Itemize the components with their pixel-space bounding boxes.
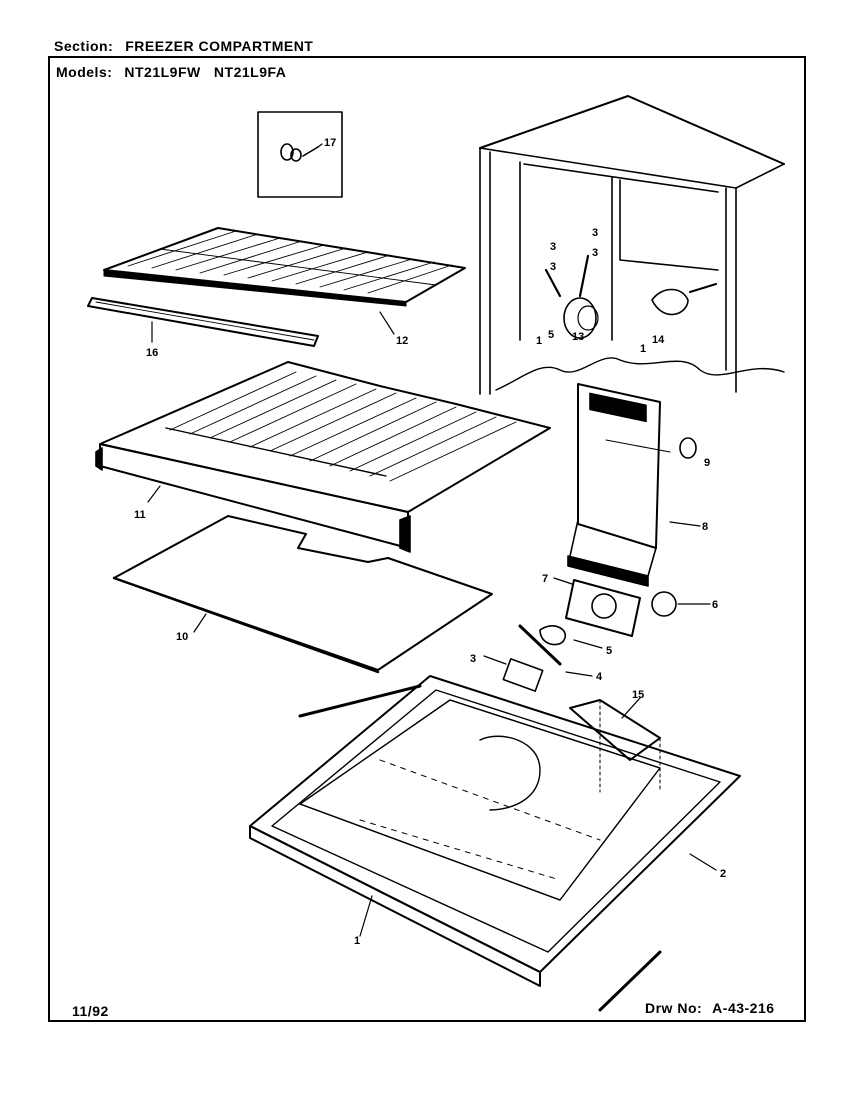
part-1-drawer xyxy=(249,675,741,1012)
drawing-label: Drw No: xyxy=(645,1000,703,1016)
callout-leaders xyxy=(147,143,717,937)
callout-11: 11 xyxy=(134,509,146,521)
diagram-frame xyxy=(48,56,806,1022)
part-16-trim xyxy=(87,297,319,347)
part-17-inset xyxy=(257,111,343,198)
inner-mark: 3 xyxy=(550,241,556,253)
inner-mark: 3 xyxy=(592,247,598,259)
section-label: Section: xyxy=(54,38,114,54)
callout-9: 9 xyxy=(704,457,710,469)
callout-8: 8 xyxy=(702,521,708,533)
drawing-number: Drw No: A-43-216 xyxy=(645,1000,775,1016)
callout-14: 14 xyxy=(652,334,665,346)
callout-15: 15 xyxy=(632,689,644,701)
model-nt21l9fa: NT21L9FA xyxy=(213,64,287,80)
callout-10: 10 xyxy=(176,631,188,643)
inner-mark: 3 xyxy=(592,227,598,239)
section-value: FREEZER COMPARTMENT xyxy=(125,38,314,54)
callout-17: 17 xyxy=(324,137,336,149)
callout-13: 13 xyxy=(572,331,584,343)
models-label: Models: xyxy=(56,64,113,80)
revision-date: 11/92 xyxy=(72,1003,109,1019)
model-nt21l9fw: NT21L9FW xyxy=(124,64,201,80)
fan-motor-assembly xyxy=(502,624,567,692)
callout-5: 5 xyxy=(606,645,612,657)
callout-4: 4 xyxy=(596,671,603,683)
part-12-wire-shelf xyxy=(103,227,466,307)
inner-mark: 1 xyxy=(640,343,646,355)
part-7-fan-housing xyxy=(565,579,677,637)
callout-6: 6 xyxy=(712,599,718,611)
part-10-panel xyxy=(112,515,493,674)
callout-7: 7 xyxy=(542,573,548,585)
part-8-duct xyxy=(567,383,697,587)
callout-2: 2 xyxy=(720,868,726,880)
inner-mark: 3 xyxy=(550,261,556,273)
part-11-freezer-shelf xyxy=(95,361,551,553)
cabinet-outline xyxy=(479,95,785,395)
callout-16: 16 xyxy=(146,347,158,359)
inner-mark: 5 xyxy=(548,329,554,341)
callout-3: 3 xyxy=(470,653,476,665)
part-15-baffle xyxy=(569,699,661,793)
callout-12: 12 xyxy=(396,335,408,347)
inner-mark: 1 xyxy=(536,335,542,347)
models-line: Models: NT21L9FW NT21L9FA xyxy=(56,64,286,80)
section-title: Section: FREEZER COMPARTMENT xyxy=(54,38,313,54)
drawing-number-value: A-43-216 xyxy=(712,1000,775,1016)
callout-1: 1 xyxy=(354,935,360,947)
